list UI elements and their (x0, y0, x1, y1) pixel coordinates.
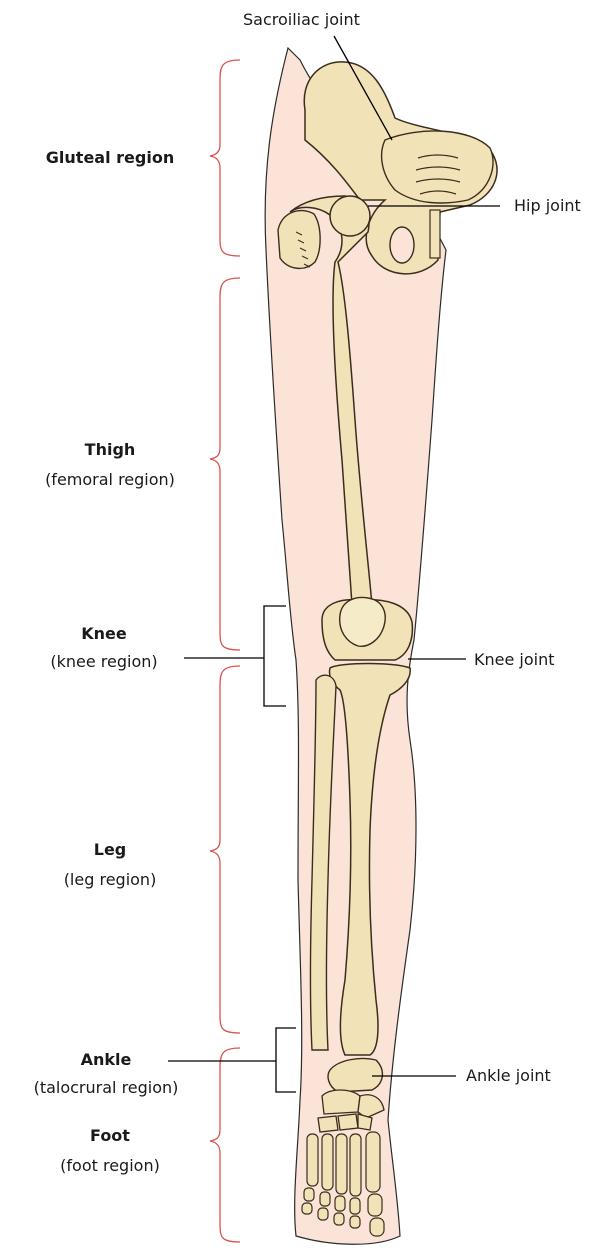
brace-leg (210, 666, 240, 1033)
label-leg-sub: (leg region) (10, 870, 210, 890)
label-foot: Foot (10, 1126, 210, 1146)
label-ankle: Ankle (6, 1050, 206, 1070)
pubic-symphysis (430, 210, 440, 258)
obturator-foramen (390, 227, 414, 263)
label-knee-sub: (knee region) (4, 652, 204, 672)
label-gluteal-region: Gluteal region (10, 148, 210, 168)
label-knee: Knee (4, 624, 204, 644)
label-thigh: Thigh (10, 440, 210, 460)
label-sacroiliac-joint: Sacroiliac joint (243, 10, 360, 30)
brace-thigh (210, 278, 240, 650)
label-hip-joint: Hip joint (514, 196, 581, 216)
label-foot-sub: (foot region) (10, 1156, 210, 1176)
bracket-knee (264, 606, 286, 706)
label-leg: Leg (10, 840, 210, 860)
label-ankle-sub: (talocrural region) (6, 1078, 206, 1098)
region-braces (210, 60, 240, 1242)
femoral-head (330, 196, 370, 236)
joint-region-brackets (264, 606, 296, 1092)
label-knee-joint: Knee joint (474, 650, 555, 670)
label-thigh-sub: (femoral region) (10, 470, 210, 490)
bracket-ankle (276, 1028, 296, 1092)
greater-trochanter (278, 211, 320, 269)
label-ankle-joint: Ankle joint (466, 1066, 551, 1086)
brace-gluteal (210, 60, 240, 256)
brace-foot (210, 1048, 240, 1242)
